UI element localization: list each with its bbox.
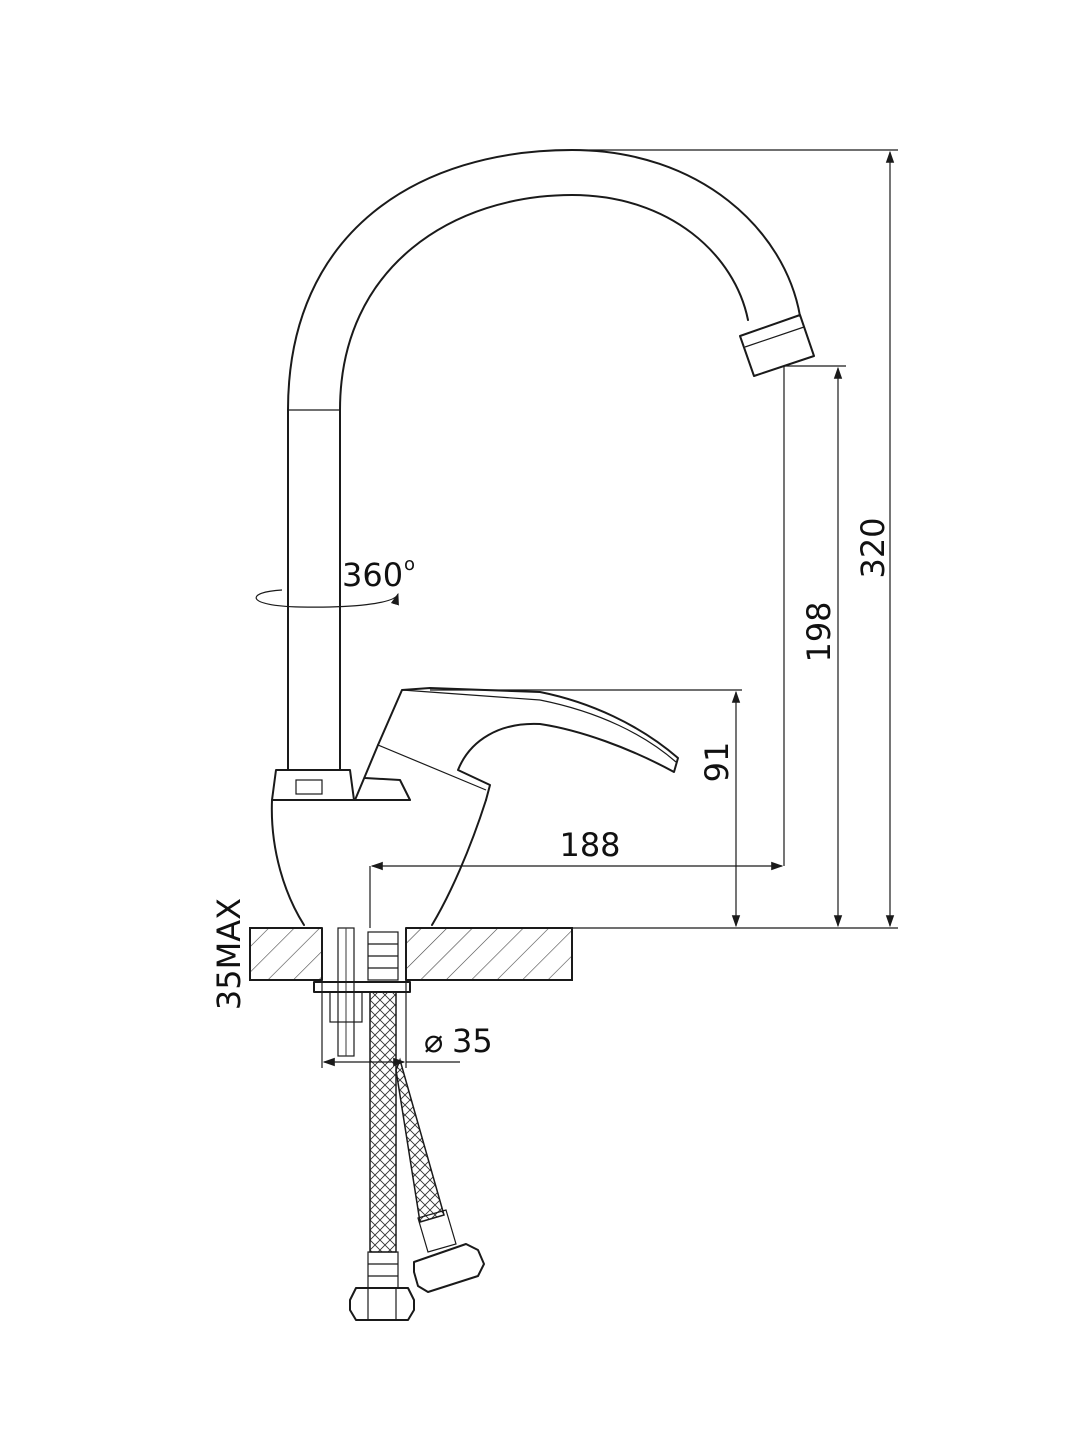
dimension-label-320: 320 [854, 517, 892, 578]
dimension-lever-height [430, 689, 742, 928]
lever-handle [354, 687, 679, 801]
mounting-stud [313, 927, 411, 1057]
dimension-hole-diameter [321, 980, 460, 1068]
hose-left [349, 991, 415, 1321]
hose-right [395, 1057, 485, 1293]
faucet-body [270, 769, 487, 926]
aerator [739, 314, 815, 377]
dimension-label-91: 91 [698, 742, 736, 783]
dimension-label-198: 198 [800, 601, 838, 662]
inlet-fitting [367, 931, 399, 981]
rotation-unit: o [404, 554, 415, 575]
rotation-label: 360 [342, 556, 403, 594]
countertop-section [249, 927, 573, 981]
dimension-label-188: 188 [559, 826, 620, 864]
spout [287, 149, 815, 771]
dimension-label-35max: 35MAX [210, 898, 248, 1010]
dimension-total-height [572, 149, 898, 929]
dimension-spout-reach [369, 861, 784, 928]
dimension-label-35: 35 [452, 1022, 493, 1060]
rotation-arrow-icon [255, 589, 399, 608]
dimension-spout-height [783, 365, 846, 928]
diameter-symbol: ⌀ [424, 1022, 443, 1060]
